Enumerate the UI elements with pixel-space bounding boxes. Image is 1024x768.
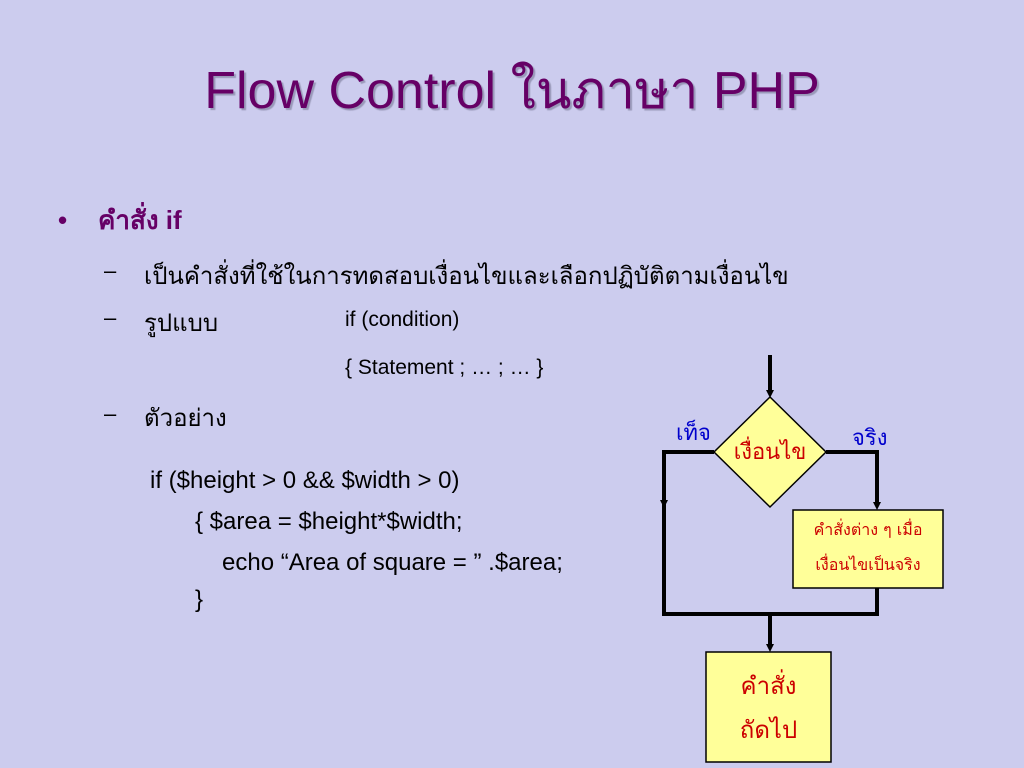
syntax-line: if (condition) [345,308,460,331]
next-statement-box [705,651,832,763]
syntax-line: { Statement ; … ; … } [345,356,544,379]
bullet-item: • คำสั่ง if [58,200,182,241]
true-box-line: คำสั่งต่าง ๆ เมื่อ [813,520,923,539]
true-statement-box [792,509,944,589]
dash-marker: – [104,305,117,330]
next-box-line: คำสั่ง [740,672,797,700]
dash-marker: – [104,401,117,426]
dash-marker: – [104,258,117,283]
next-box-line: ถัดไป [739,716,798,744]
page-title: Flow Control ในภาษา PHP [204,62,820,120]
condition-label: เงื่อนไข [733,440,807,465]
sub-item-description: เป็นคำสั่งที่ใช้ในการทดสอบเงื่อนไขและเลื… [144,263,789,290]
code-line: } [195,586,204,613]
bullet-marker: • [58,205,68,235]
bullet-text: คำสั่ง if [98,205,182,235]
sub-item-example-label: ตัวอย่าง [144,405,227,432]
false-branch-label: เท็จ [676,421,711,446]
true-box-line: เงื่อนไขเป็นจริง [815,555,921,574]
true-branch-label: จริง [852,426,888,451]
code-line: { $area = $height*$width; [195,508,463,535]
code-line: if ($height > 0 && $width > 0) [150,467,460,494]
sub-item-syntax-label: รูปแบบ [144,310,219,337]
condition-diamond [712,395,828,509]
code-line: echo “Area of square = ” .$area; [222,549,563,576]
